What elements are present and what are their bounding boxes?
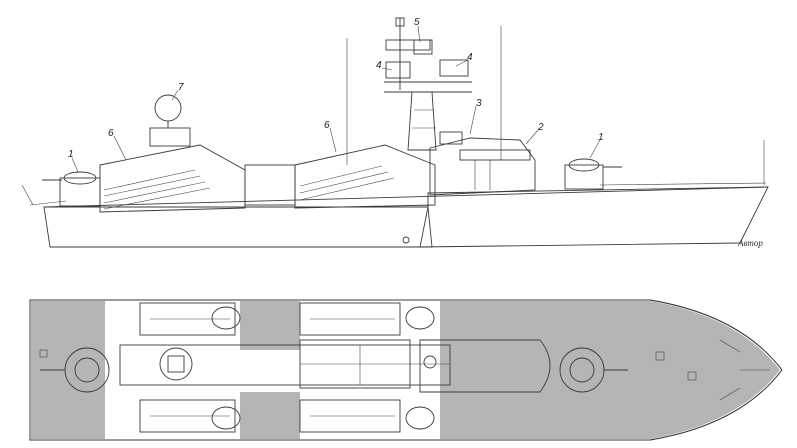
plan-view (29, 299, 783, 441)
callout-3-director: 3 (476, 98, 482, 109)
artist-signature: Автор (737, 238, 763, 248)
callout-6-fwd-launcher: 6 (324, 120, 330, 131)
plan-radar-dome (159, 347, 193, 381)
callout-2-bridge: 2 (537, 122, 544, 133)
main-mast (384, 17, 472, 151)
deck-mid-block-top (240, 301, 300, 350)
radar-dome (149, 94, 191, 147)
mid-deckhouse (244, 164, 296, 206)
gun-fwd (564, 158, 622, 190)
callout-5-mast-radar: 5 (414, 17, 420, 28)
bridge-superstructure (429, 131, 536, 196)
callout-leaders (71, 25, 601, 173)
gun-aft (42, 171, 101, 207)
plan-superstructure (119, 344, 451, 386)
deck-stern-area (31, 301, 105, 439)
callout-6-aft-launcher: 6 (108, 128, 114, 139)
callout-4-antenna-right: 4 (467, 52, 473, 63)
callout-1-aft-gun: 1 (68, 149, 74, 160)
callout-1-fwd-gun: 1 (598, 132, 604, 143)
plan-gun-fwd (559, 347, 628, 393)
plan-gun-aft (40, 347, 110, 393)
callout-4-antenna-left: 4 (376, 60, 382, 71)
stern-flagstaff (21, 184, 34, 206)
deck-mid-block-bottom (240, 392, 300, 439)
side-elevation: 1 1 2 3 4 4 5 6 6 7 Автор (21, 17, 769, 248)
plan-life-rafts (211, 306, 435, 430)
callout-7-radar-dome: 7 (178, 82, 184, 93)
launcher-fwd (294, 144, 436, 209)
hull (43, 186, 769, 248)
plan-deck-fittings (39, 339, 770, 401)
plan-launchers (139, 302, 401, 433)
